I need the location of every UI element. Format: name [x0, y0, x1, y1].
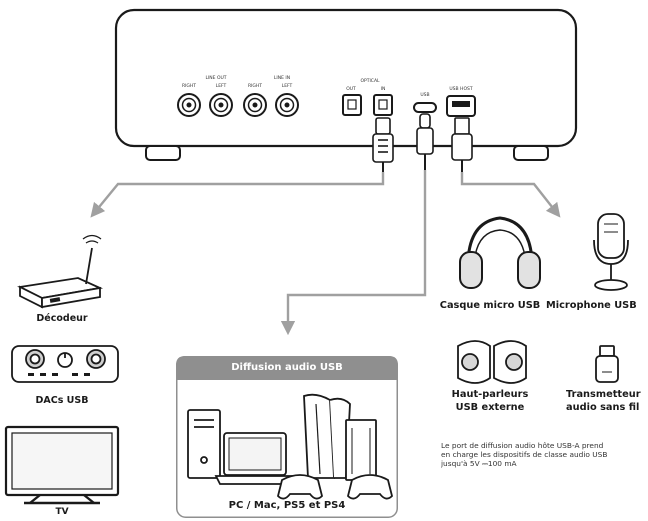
optical-out-label: OUT	[346, 87, 356, 92]
microphone-label: Microphone USB	[546, 300, 637, 311]
usb-host-note-line2: en charge les dispositifs de classe audi…	[441, 450, 608, 459]
arrow-to-right-devices	[460, 172, 561, 218]
usb-a-cable	[451, 117, 473, 178]
line-out-label: LINE OUT	[205, 76, 227, 81]
ps5-console-illustration	[303, 393, 351, 479]
usb-host-note-line1: Le port de diffusion audio hôte USB-A pr…	[441, 441, 604, 450]
rca-jack	[243, 93, 267, 117]
usb-host-note-line3: jusqu'à 5V ⎓100 mA	[441, 459, 517, 468]
usb-panel-frame	[176, 356, 398, 518]
pc-tower-illustration	[187, 409, 221, 479]
usb-panel-title: Diffusion audio USB	[231, 362, 343, 373]
line-out-right-label: RIGHT	[181, 84, 197, 89]
usb-headset-illustration	[459, 216, 541, 289]
ps4-console-illustration	[345, 419, 377, 481]
rca-jack	[177, 93, 201, 117]
tv-label: TV	[55, 507, 69, 517]
transmitter-label-line2: audio sans fil	[566, 402, 640, 413]
usb-host-port	[446, 95, 476, 117]
tv-illustration	[4, 425, 120, 505]
transmitter-label-line1: Transmetteur	[566, 389, 641, 400]
line-in-label: LINE IN	[273, 76, 291, 81]
optical-ports	[342, 94, 393, 116]
optical-label: OPTICAL	[360, 79, 380, 84]
usb-host-label: USB HOST	[449, 87, 473, 92]
gamepad-illustration	[277, 474, 393, 500]
routing-arrows	[90, 170, 561, 336]
usb-microphone-illustration	[593, 213, 629, 291]
speakers-label-line1: Haut-parleurs	[451, 389, 529, 400]
speakers-label-line2: USB externe	[455, 402, 525, 413]
dac-illustration	[11, 345, 119, 383]
rca-jacks	[177, 93, 299, 117]
laptop-illustration	[214, 432, 296, 485]
dacs-label: DACs USB	[35, 395, 89, 406]
decoder-label: Décodeur	[36, 313, 88, 324]
usb-c-port	[413, 102, 437, 113]
rca-jack	[275, 93, 299, 117]
line-in-right-label: RIGHT	[247, 84, 263, 89]
usb-speakers-illustration	[457, 340, 527, 384]
usb-panel-caption: PC / Mac, PS5 et PS4	[228, 500, 346, 511]
wireless-transmitter-illustration	[595, 345, 619, 383]
usb-c-cable	[416, 113, 434, 176]
headset-label: Casque micro USB	[439, 300, 541, 311]
decoder-illustration	[17, 234, 104, 309]
line-in-left-label: LEFT	[281, 84, 293, 89]
usb-label: USB	[420, 93, 430, 98]
rca-jack	[209, 93, 233, 117]
optical-in-label: IN	[380, 87, 386, 92]
arrow-to-usb-panel	[280, 170, 427, 336]
optical-cable	[372, 117, 394, 178]
line-out-left-label: LEFT	[215, 84, 227, 89]
arrow-to-left-devices	[90, 172, 385, 218]
